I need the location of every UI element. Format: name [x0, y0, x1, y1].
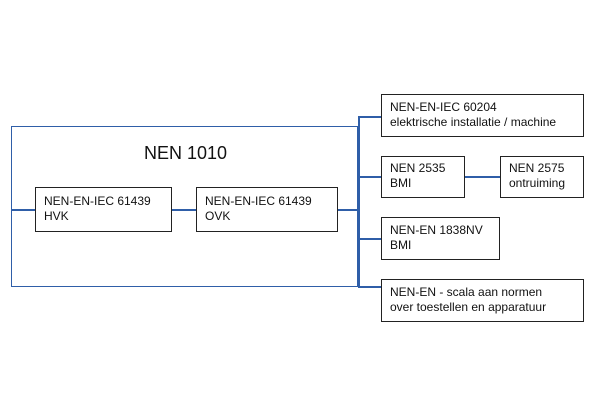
nen-1838-line2: BMI — [390, 238, 412, 252]
hvk-box: NEN-EN-IEC 61439 HVK — [35, 187, 172, 232]
nen-1010-container — [11, 126, 358, 287]
iec-60204-line1: NEN-EN-IEC 60204 — [390, 100, 497, 114]
nen-2575-box: NEN 2575 ontruiming — [500, 156, 584, 198]
ovk-box: NEN-EN-IEC 61439 OVK — [196, 187, 338, 232]
nen-2535-line1: NEN 2535 — [390, 161, 446, 175]
nen-en-scala-line2: over toestellen en apparatuur — [390, 300, 547, 314]
nen-en-scala-line1: NEN-EN - scala aan normen — [390, 285, 543, 299]
nen-2535-box: NEN 2535 BMI — [381, 156, 465, 198]
connector-ovk-right — [338, 209, 358, 211]
nen-1010-title: NEN 1010 — [144, 143, 228, 163]
connector-to-2535 — [358, 176, 381, 178]
iec-60204-line2: elektrische installatie / machine — [390, 115, 557, 129]
connector-spine-top — [358, 116, 360, 128]
connector-left-stub — [11, 209, 35, 211]
connector-hvk-ovk — [172, 209, 196, 211]
nen-1838-box: NEN-EN 1838NV BMI — [381, 217, 500, 260]
ovk-line2: OVK — [205, 209, 231, 223]
hvk-line1: NEN-EN-IEC 61439 — [44, 194, 151, 208]
connector-spine — [358, 126, 360, 287]
nen-2575-line1: NEN 2575 — [509, 161, 565, 175]
connector-to-1838 — [358, 238, 381, 240]
nen-2575-line2: ontruiming — [509, 176, 566, 190]
hvk-line2: HVK — [44, 209, 69, 223]
ovk-line1: NEN-EN-IEC 61439 — [205, 194, 312, 208]
connector-to-60204 — [358, 116, 381, 118]
iec-60204-box: NEN-EN-IEC 60204 elektrische installatie… — [381, 94, 584, 137]
nen-en-scala-box: NEN-EN - scala aan normen over toestelle… — [381, 279, 584, 322]
connector-spine-bottom — [358, 286, 360, 288]
connector-to-scala — [358, 286, 381, 288]
connector-2535-2575 — [465, 176, 500, 178]
nen-2535-line2: BMI — [390, 176, 412, 190]
nen-1838-line1: NEN-EN 1838NV — [390, 223, 483, 237]
